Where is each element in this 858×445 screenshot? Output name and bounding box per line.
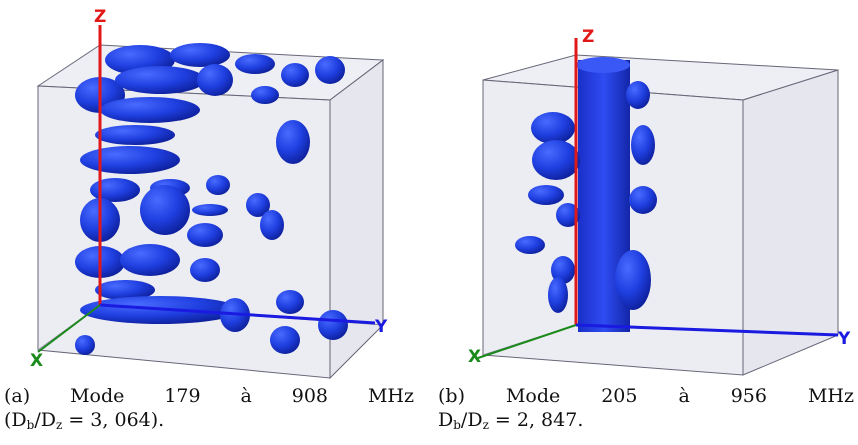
caption-ratio: Db/Dz = 2, 847. <box>438 409 584 432</box>
caption-word-mode: Mode <box>70 385 125 407</box>
caption-ratio: (Db/Dz = 3, 064). <box>4 409 165 432</box>
panel-a: Z Y X (a) Mode 179 à 908 MHz (Db/Dz = 3,… <box>0 0 420 445</box>
caption-b: (b) Mode 205 à 956 MHz Db/Dz = 2, 847. <box>438 384 854 437</box>
caption-tag: (b) <box>438 385 465 407</box>
z-axis-label: Z <box>582 27 594 47</box>
caption-unit: MHz <box>367 385 414 407</box>
x-axis <box>37 304 101 353</box>
caption-mode-number: 179 <box>164 385 201 407</box>
y-axis-label: Y <box>374 317 388 337</box>
x-axis <box>477 324 577 359</box>
x-axis-label: X <box>30 351 43 371</box>
z-axis-label: Z <box>94 7 106 27</box>
panel-b-3d-render: Z Y X <box>468 27 851 376</box>
box-side-face <box>742 69 839 376</box>
y-axis <box>575 323 839 337</box>
caption-tag: (a) <box>4 385 31 407</box>
y-axis <box>99 303 376 325</box>
caption-a: (a) Mode 179 à 908 MHz (Db/Dz = 3, 064). <box>4 384 414 437</box>
x-axis-label: X <box>468 347 481 367</box>
caption-frequency: 956 <box>730 385 767 407</box>
panel-b: Z Y X (b) Mode 205 à 956 MHz Db/Dz = 2, … <box>438 0 858 445</box>
y-axis-label: Y <box>837 329 851 349</box>
caption-mode-number: 205 <box>601 385 638 407</box>
caption-word-mode: Mode <box>505 385 561 407</box>
field-isosurface-blobs <box>515 57 657 332</box>
caption-word-at: à <box>240 385 252 407</box>
caption-word-at: à <box>678 385 690 407</box>
caption-unit: MHz <box>807 385 854 407</box>
caption-frequency: 908 <box>291 385 329 407</box>
panel-a-3d-render: Z Y X <box>30 7 388 380</box>
